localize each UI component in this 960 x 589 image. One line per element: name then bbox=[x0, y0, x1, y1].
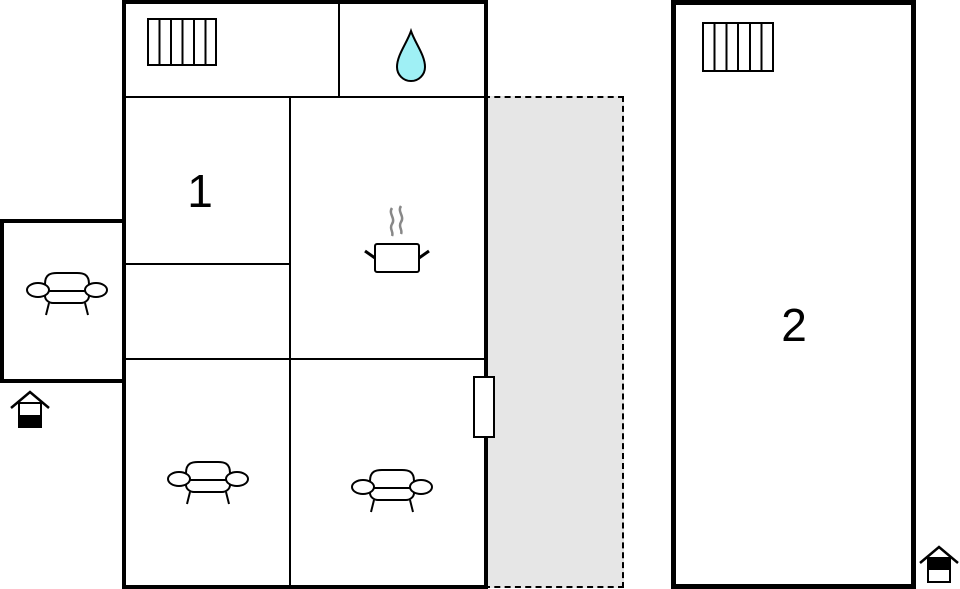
sofa-icon bbox=[351, 469, 433, 513]
building-2-outline bbox=[671, 0, 916, 589]
sofa-icon bbox=[26, 272, 108, 316]
room-label-2: 2 bbox=[781, 299, 807, 351]
wall-bedroom-hall bbox=[126, 263, 290, 265]
door-icon bbox=[473, 376, 495, 438]
wall-top-rooms bbox=[126, 96, 484, 98]
cooking-pot-icon bbox=[364, 205, 430, 273]
wall-middle bbox=[126, 358, 484, 360]
wall-bathroom bbox=[338, 4, 340, 97]
terrace-area bbox=[484, 96, 624, 588]
sofa-icon bbox=[167, 461, 249, 505]
porch-room bbox=[0, 219, 128, 383]
radiator-icon bbox=[702, 22, 774, 72]
entrance-icon bbox=[10, 390, 50, 428]
entrance-icon bbox=[919, 545, 959, 583]
porch-divider bbox=[124, 223, 126, 379]
water-drop-icon bbox=[395, 27, 427, 82]
radiator-icon bbox=[147, 18, 217, 66]
wall-center bbox=[289, 97, 291, 585]
room-label-1: 1 bbox=[187, 165, 213, 217]
